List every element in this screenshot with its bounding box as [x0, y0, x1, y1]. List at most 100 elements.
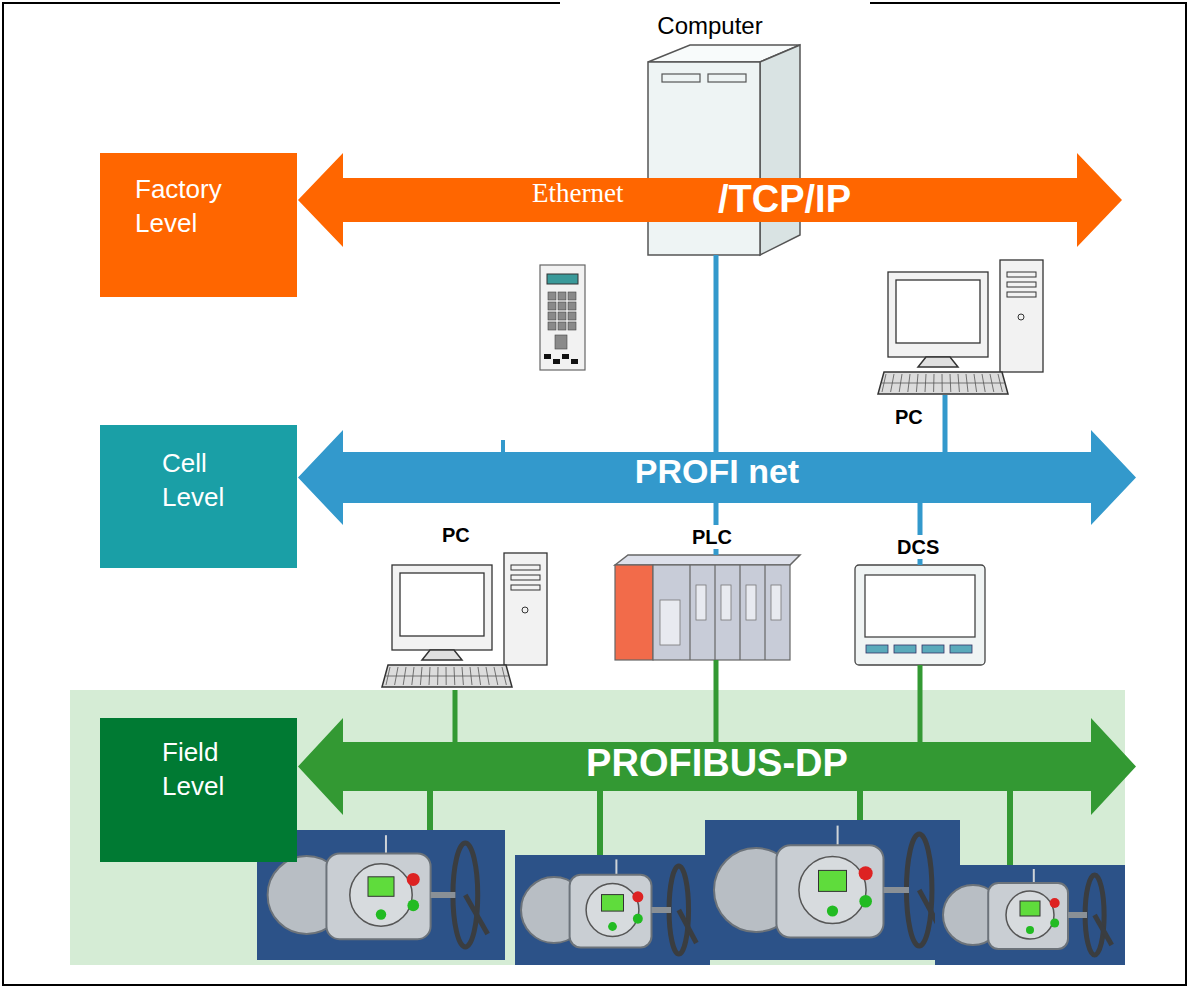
terminal-body — [540, 265, 585, 370]
actuator-display — [819, 870, 847, 891]
device-node: PLC — [612, 555, 802, 660]
plc-top — [615, 555, 800, 565]
terminal-key — [555, 335, 567, 349]
handwheel-shaft — [884, 887, 910, 893]
pc-screen — [896, 280, 980, 343]
handwheel-shaft — [431, 892, 456, 898]
dcs-illustration — [855, 565, 985, 665]
terminal-key — [558, 292, 566, 300]
terminal-key — [562, 354, 569, 359]
red-knob — [407, 873, 420, 886]
pc-illustration — [382, 553, 547, 687]
pc-keyboard — [878, 372, 1008, 394]
bus-connector — [943, 395, 948, 452]
handwheel-shaft — [1068, 912, 1087, 918]
handwheel-shaft — [652, 907, 672, 913]
display-ring — [1006, 891, 1054, 939]
server-slot — [662, 74, 700, 82]
module-divider — [689, 565, 690, 660]
terminal-key — [568, 322, 576, 330]
power-button — [1018, 314, 1024, 320]
pc-tower — [504, 553, 547, 665]
plc-illustration — [615, 555, 800, 660]
drive-bay — [511, 575, 540, 580]
level-label: Factory Level — [135, 173, 235, 241]
red-knob — [859, 866, 873, 880]
actuator-body — [570, 875, 652, 948]
field-level-ground — [70, 690, 1125, 965]
display-ring — [586, 884, 639, 937]
terminal-key — [558, 312, 566, 320]
module-divider — [714, 565, 715, 660]
green-knob — [827, 905, 838, 916]
server-front — [648, 62, 760, 255]
actuator-display — [1020, 901, 1040, 916]
bus-arrow: PROFIBUS-DP — [298, 718, 1136, 815]
bus-arrow: Ethernet/TCP/IP — [298, 153, 1122, 247]
module-divider — [739, 565, 740, 660]
dcs-panel — [855, 565, 985, 665]
drive-bay — [511, 585, 540, 590]
actuator-photo-ground — [935, 865, 1125, 965]
drive-bay — [1007, 282, 1036, 287]
module-slot — [721, 585, 731, 620]
terminal-key — [548, 292, 556, 300]
device-node: DCS — [855, 565, 985, 665]
bus-label: Ethernet — [532, 178, 623, 222]
module-slot — [746, 585, 756, 620]
level-label: Field Level — [162, 736, 262, 804]
terminal-display — [547, 274, 578, 284]
bus-arrow-fill — [298, 153, 1122, 247]
terminal-key — [553, 359, 560, 364]
level-box: Cell Level — [100, 425, 297, 568]
power-button — [522, 607, 528, 613]
dcs-button — [950, 645, 972, 653]
terminal-key — [544, 354, 551, 359]
green-knob — [633, 914, 643, 924]
bus-label: /TCP/IP — [718, 178, 851, 222]
pc-illustration — [878, 260, 1043, 394]
level-box: Field Level — [100, 718, 297, 862]
handwheel-grip — [1095, 915, 1112, 945]
green-knob — [859, 895, 872, 908]
pc-screen — [400, 573, 484, 636]
terminal-key — [568, 292, 576, 300]
green-knob — [1026, 926, 1034, 934]
fieldbus-drop — [597, 790, 603, 857]
dcs-button — [922, 645, 944, 653]
fieldbus-drop — [427, 790, 433, 832]
device-node: PC — [380, 553, 550, 690]
bus-arrow-fill — [298, 718, 1136, 815]
actuator-photo-ground — [705, 820, 960, 960]
bus-connector — [714, 255, 719, 452]
module-divider — [764, 565, 765, 660]
device-label: PLC — [690, 525, 734, 549]
dcs-screen — [865, 575, 975, 637]
plc-rack — [653, 565, 790, 660]
actuator-display — [602, 895, 624, 912]
bus-label: PROFIBUS-DP — [298, 742, 1136, 791]
frame — [3, 3, 1186, 985]
bus-connector — [918, 665, 923, 742]
terminal-key — [568, 302, 576, 310]
server-slot — [708, 74, 746, 82]
hand-terminal — [540, 265, 585, 370]
terminal-key — [568, 312, 576, 320]
level-label: Cell Level — [162, 447, 262, 515]
module-slot — [660, 600, 680, 645]
drive-bay — [511, 565, 540, 570]
terminal-key — [558, 322, 566, 330]
green-knob — [1050, 919, 1059, 928]
terminal-key — [548, 322, 556, 330]
fieldbus-drop — [1007, 790, 1013, 867]
server-computer — [648, 45, 800, 255]
pc-tower — [1000, 260, 1043, 372]
pc-stand — [422, 650, 462, 660]
device-label: PC — [893, 405, 925, 429]
pc-keyboard — [382, 665, 512, 687]
server-side — [760, 45, 800, 255]
module-slot — [696, 585, 706, 620]
green-knob — [608, 922, 617, 931]
